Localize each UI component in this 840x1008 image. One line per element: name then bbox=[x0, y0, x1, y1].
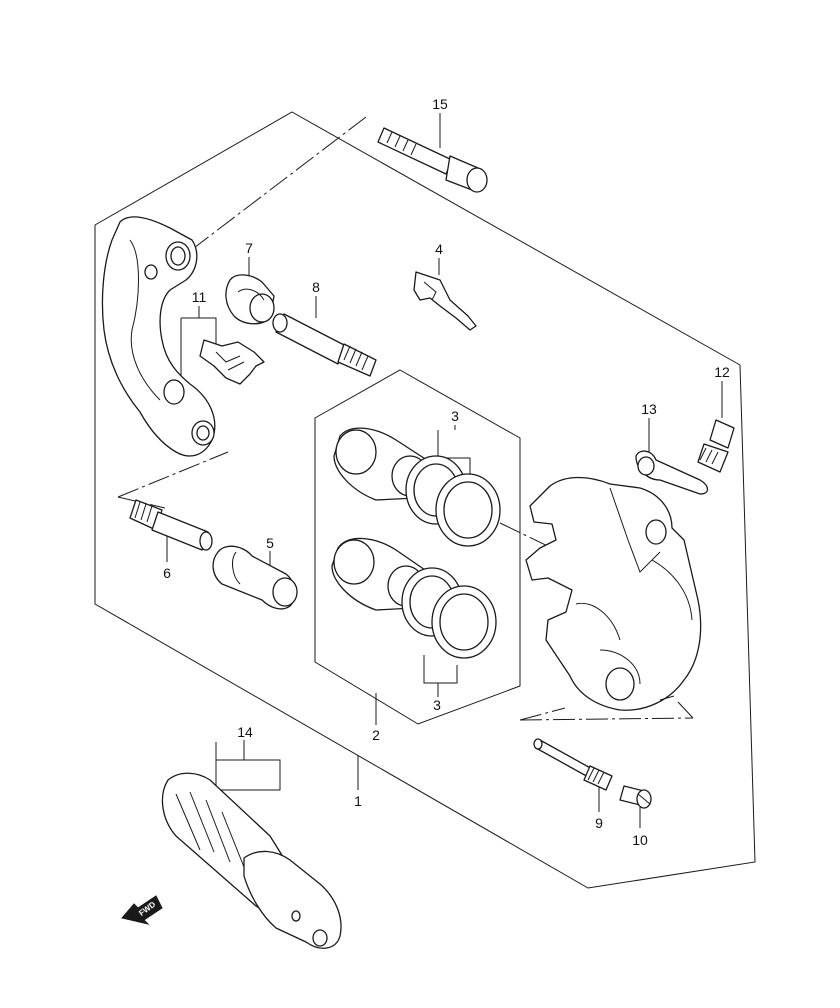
piston-kit-outline bbox=[314, 369, 521, 725]
caliper-body bbox=[525, 476, 702, 711]
callout-5: 5 bbox=[266, 535, 274, 551]
forward-direction-marker: FWD bbox=[121, 895, 163, 925]
callout-8: 8 bbox=[312, 279, 320, 295]
pin-boot bbox=[225, 274, 275, 325]
bracket-clip bbox=[199, 339, 265, 385]
alignment-lines bbox=[117, 116, 694, 721]
callout-12: 12 bbox=[714, 364, 730, 380]
callout-labels: 1 2 3 3 4 5 6 7 8 9 10 11 12 13 14 15 bbox=[163, 96, 730, 848]
forward-arrow-icon bbox=[121, 895, 163, 925]
callout-13: 13 bbox=[641, 401, 657, 417]
callout-2: 2 bbox=[372, 727, 380, 743]
caliper-bracket bbox=[101, 216, 216, 457]
callout-1: 1 bbox=[354, 793, 362, 809]
pin-plug bbox=[619, 785, 652, 809]
callout-7: 7 bbox=[245, 240, 253, 256]
pad-spring bbox=[413, 271, 477, 331]
callout-4: 4 bbox=[435, 241, 443, 257]
callout-3-upper: 3 bbox=[451, 408, 459, 424]
bleeder-cap bbox=[635, 450, 709, 495]
slide-pin-lower bbox=[129, 499, 213, 551]
assembly-outline bbox=[94, 111, 756, 889]
callout-10: 10 bbox=[632, 832, 648, 848]
brake-pads bbox=[161, 772, 342, 949]
bleeder-valve bbox=[697, 419, 735, 473]
callout-14: 14 bbox=[237, 724, 253, 740]
callout-3-lower: 3 bbox=[433, 697, 441, 713]
lower-pin-boot bbox=[212, 545, 298, 610]
callout-9: 9 bbox=[595, 815, 603, 831]
caliper-slide-pin bbox=[533, 738, 613, 791]
callout-15: 15 bbox=[432, 96, 448, 112]
piston-lower bbox=[331, 537, 497, 659]
piston-upper bbox=[333, 427, 501, 547]
callout-11: 11 bbox=[192, 289, 207, 305]
flange-bolt bbox=[377, 127, 488, 193]
callout-6: 6 bbox=[163, 565, 171, 581]
slide-pin-upper bbox=[272, 313, 377, 377]
